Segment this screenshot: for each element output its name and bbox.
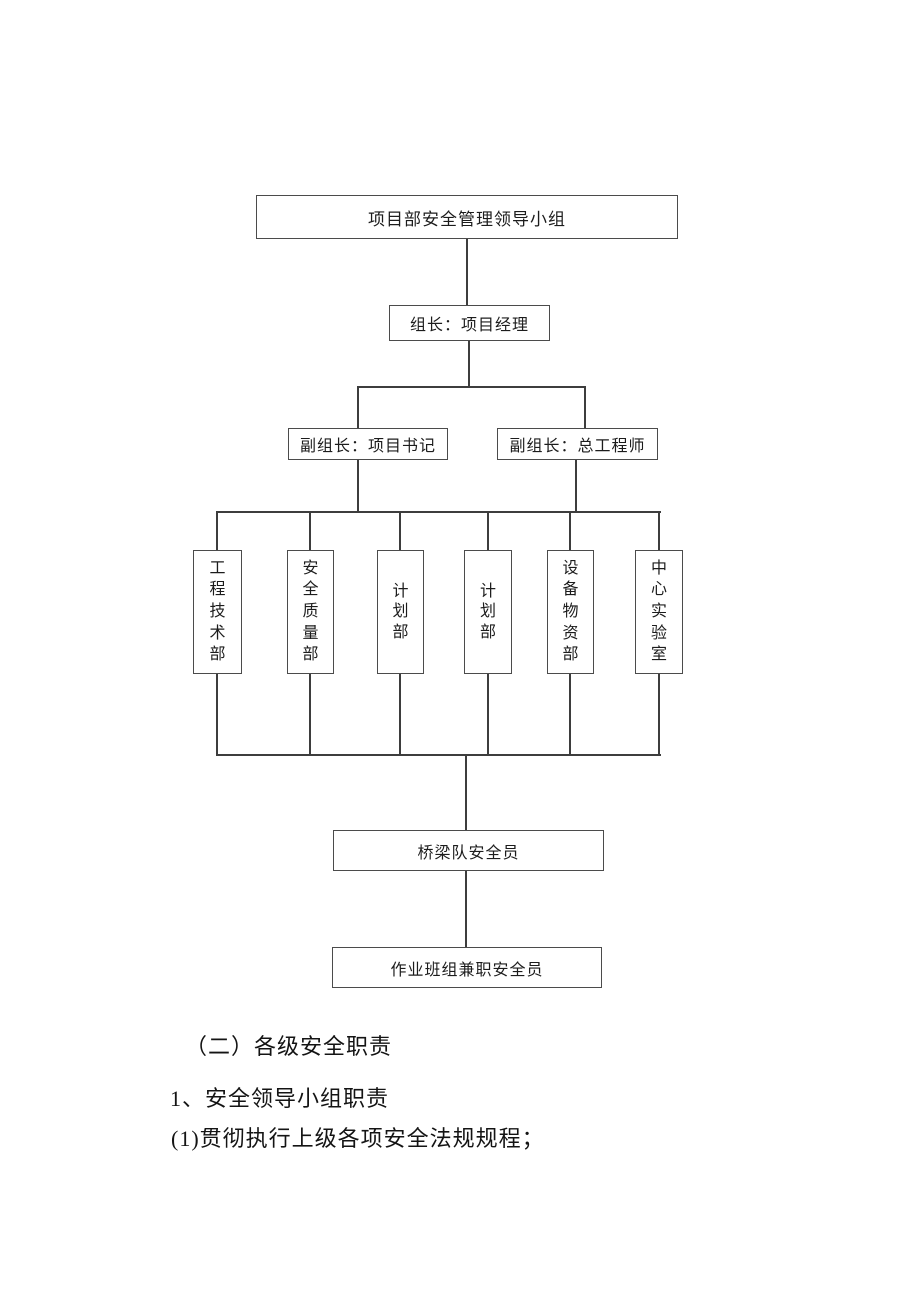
org-deputy-right-box: 副组长：总工程师 (497, 428, 658, 460)
connector-line (487, 513, 489, 550)
connector-line (569, 674, 571, 755)
connector-line (487, 674, 489, 755)
connector-line (309, 674, 311, 755)
connector-line (658, 513, 660, 550)
connector-line (357, 386, 586, 388)
section-heading: （二）各级安全职责 (185, 1034, 393, 1059)
connector-line (465, 871, 467, 947)
connector-line (399, 674, 401, 755)
org-work-group-box: 作业班组兼职安全员 (332, 947, 602, 988)
org-deputy-left-box: 副组长：项目书记 (288, 428, 448, 460)
connector-line (216, 674, 218, 755)
dept-box-planning-1: 计划部 (377, 550, 424, 674)
dept-box-planning-2: 计划部 (464, 550, 512, 674)
connector-line (468, 341, 470, 387)
connector-line (309, 513, 311, 550)
org-root-box: 项目部安全管理领导小组 (256, 195, 678, 239)
connector-line (465, 756, 467, 830)
org-bridge-team-box: 桥梁队安全员 (333, 830, 604, 871)
dept-box-central-laboratory: 中心实验室 (635, 550, 683, 674)
connector-line (399, 513, 401, 550)
dept-box-equipment-materials: 设备物资部 (547, 550, 594, 674)
connector-line (216, 511, 661, 513)
dept-box-engineering-technology: 工程技术部 (193, 550, 242, 674)
connector-line (658, 674, 660, 755)
connector-line (575, 460, 577, 512)
connector-line (466, 239, 468, 305)
sub-heading: 1、安全领导小组职责 (170, 1086, 390, 1111)
org-leader-box: 组长：项目经理 (389, 305, 550, 341)
connector-line (216, 754, 661, 756)
connector-line (357, 460, 359, 512)
dept-box-safety-quality: 安全质量部 (287, 550, 334, 674)
connector-line (584, 388, 586, 428)
connector-line (357, 388, 359, 428)
connector-line (569, 513, 571, 550)
connector-line (216, 513, 218, 550)
body-paragraph-item-1: (1)贯彻执行上级各项安全法规规程； (171, 1126, 545, 1151)
